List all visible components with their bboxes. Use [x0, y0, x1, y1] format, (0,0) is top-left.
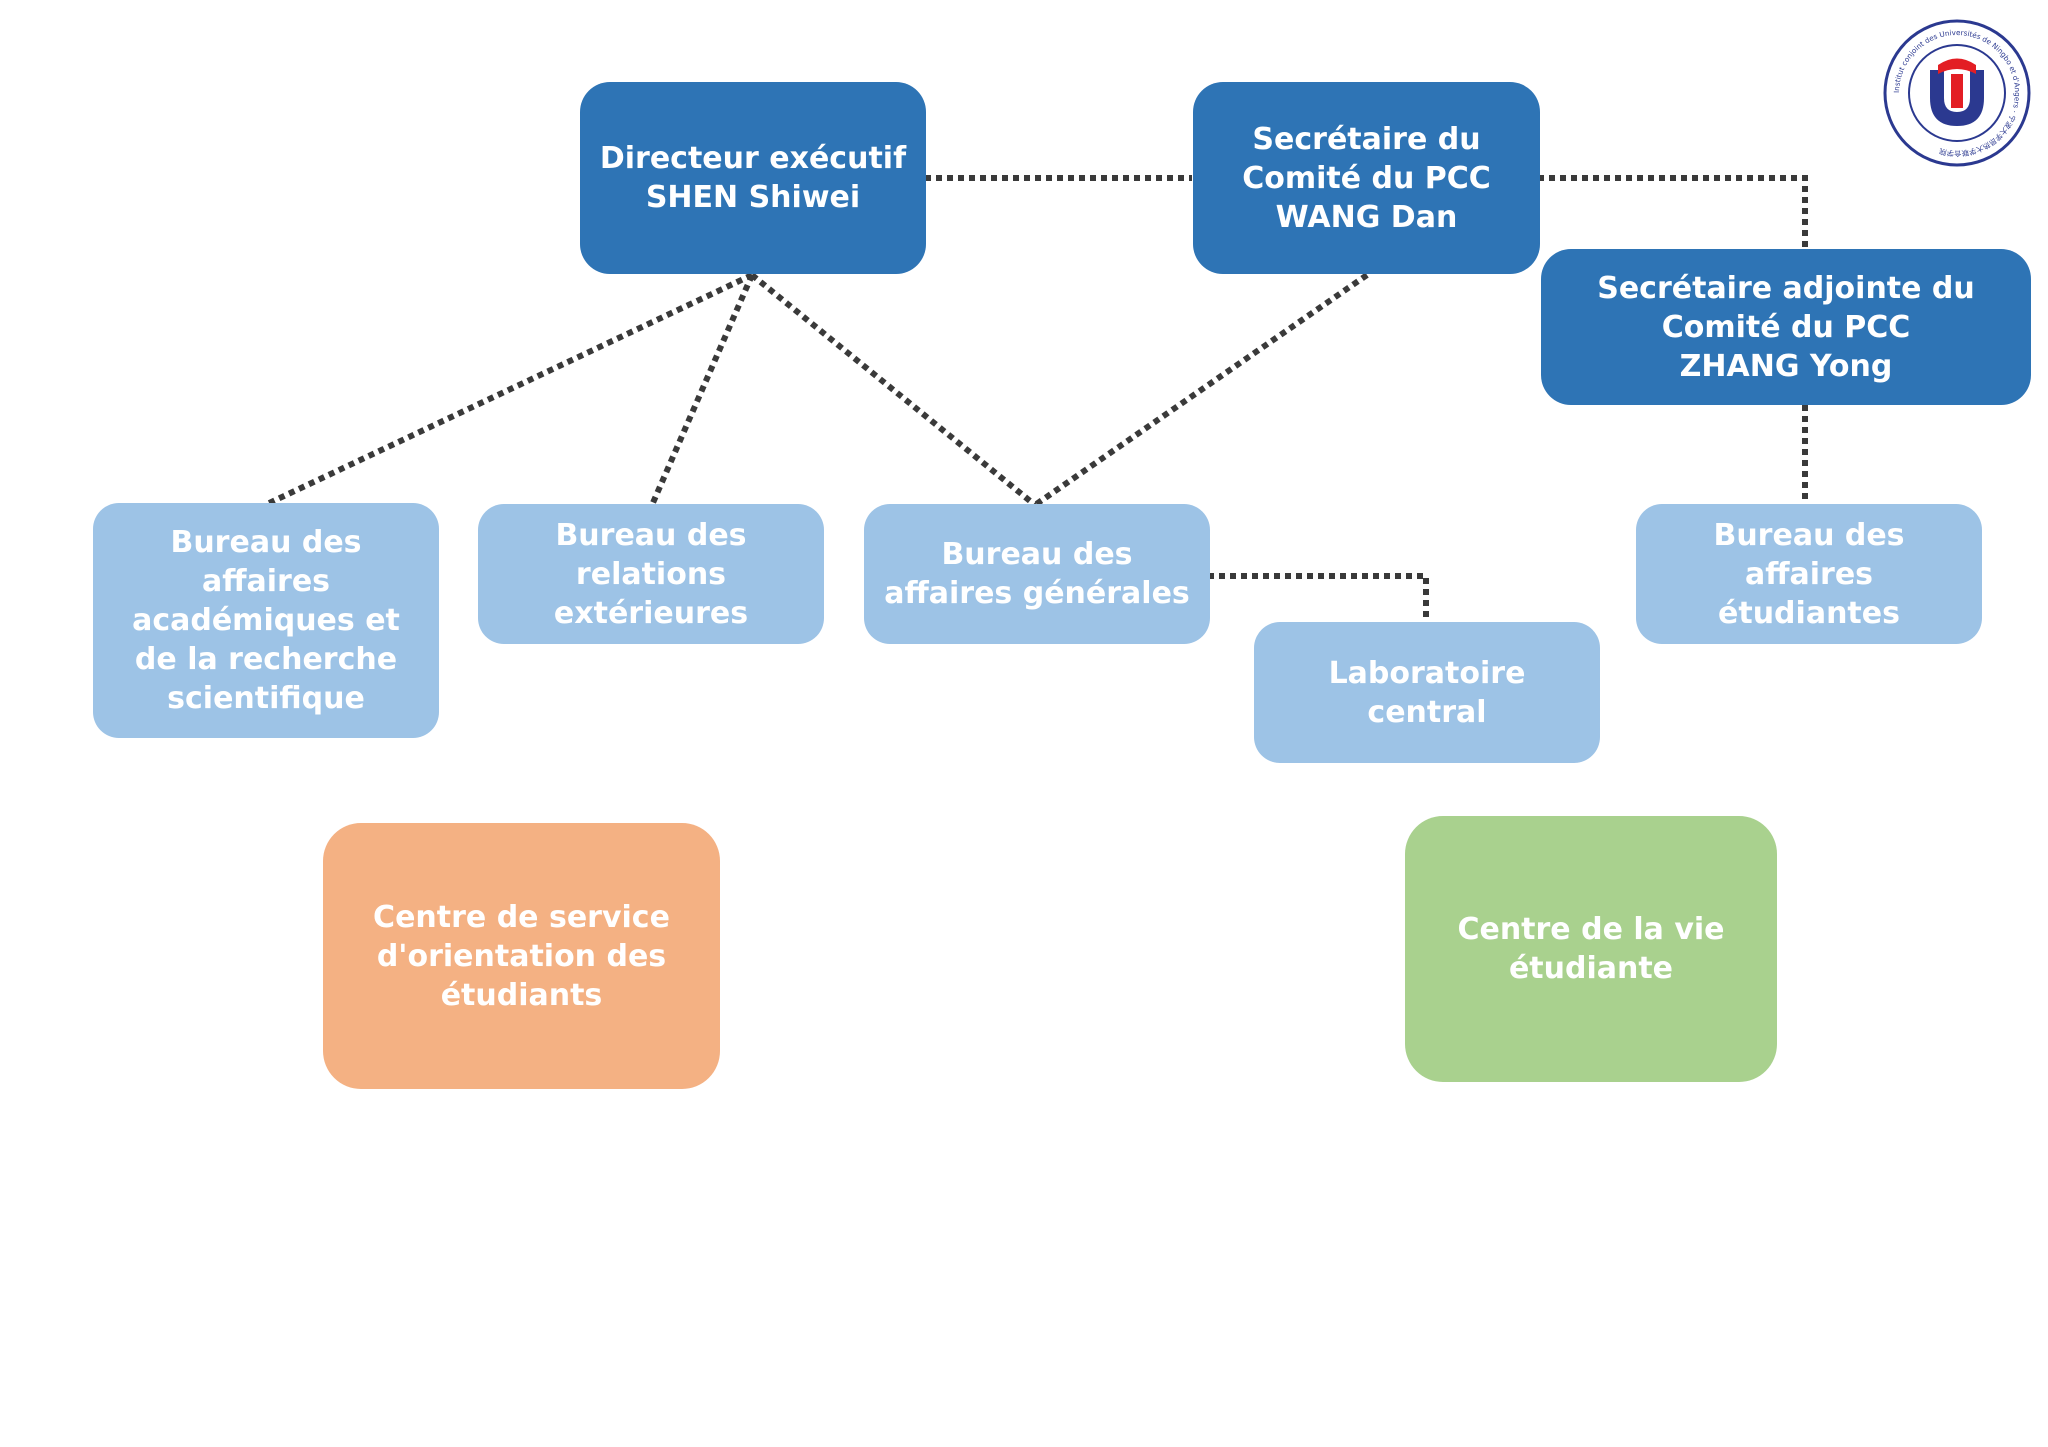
academic-research-office-box: Bureau des affaires académiques et de la…	[93, 503, 439, 738]
connector-general-lab	[1208, 573, 1429, 622]
student-affairs-office-box: Bureau des affaires étudiantes	[1636, 504, 1982, 644]
external-relations-office-box: Bureau des relations extérieures	[478, 504, 824, 644]
connector-director-academic	[263, 272, 754, 508]
orientation-service-center-box: Centre de service d'orientation des étud…	[323, 823, 720, 1089]
central-laboratory-box: Laboratoire central	[1254, 622, 1600, 763]
student-life-center-box: Centre de la vie étudiante	[1405, 816, 1777, 1082]
connector-secretary-deputy	[1538, 175, 1808, 250]
connector-secretary-general	[1033, 272, 1369, 508]
party-secretary-box: Secrétaire du Comité du PCC WANG Dan	[1193, 82, 1540, 274]
deputy-secretary-box: Secrétaire adjointe du Comité du PCC ZHA…	[1541, 249, 2031, 405]
general-affairs-office-box: Bureau des affaires générales	[864, 504, 1210, 644]
university-seal-logo: Institut conjoint des Universités de Nin…	[1883, 19, 2031, 167]
director-box: Directeur exécutif SHEN Shiwei	[580, 82, 926, 274]
connector-director-general	[750, 272, 1037, 508]
connector-director-external	[649, 273, 755, 507]
